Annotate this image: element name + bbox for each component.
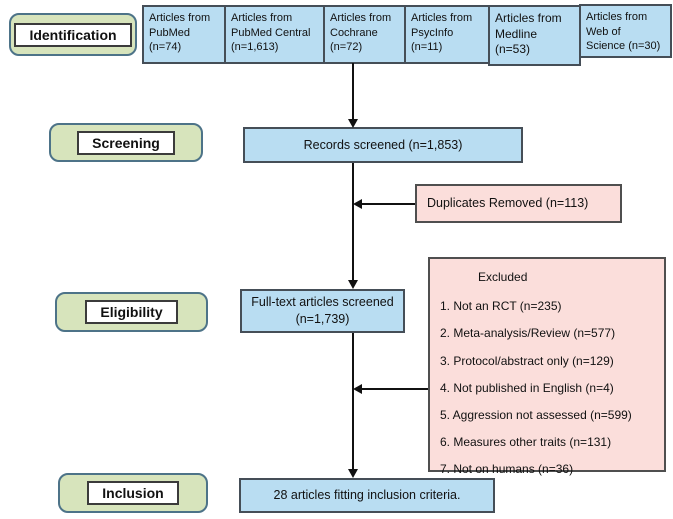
stage-label-eligibility: Eligibility: [55, 292, 208, 332]
fulltext-line2: (n=1,739): [295, 312, 350, 326]
excluded-item: 3. Protocol/abstract only (n=129): [440, 353, 614, 368]
source-line: (n=53): [495, 42, 531, 57]
source-line: Science (n=30): [586, 40, 661, 53]
excluded-item: 2. Meta-analysis/Review (n=577): [440, 326, 616, 341]
fulltext-screened-box: Full-text articles screened (n=1,739): [240, 289, 405, 333]
source-line: Articles from: [330, 12, 392, 24]
excluded-box: Excluded 1. Not an RCT (n=235) 2. Meta-a…: [428, 257, 666, 476]
arrow-sources-to-records: [352, 63, 354, 119]
excluded-item: 1. Not an RCT (n=235): [440, 299, 562, 314]
source-box-cochrane: Articles from Cochrane (n=72): [323, 5, 406, 64]
source-box-psycinfo: Articles from PsycInfo (n=11): [404, 5, 490, 64]
records-screened-text: Records screened (n=1,853): [303, 137, 463, 152]
source-line: Articles from: [586, 11, 648, 23]
stage-label-text: Eligibility: [85, 300, 178, 324]
stage-label-identification: Identification: [9, 13, 137, 56]
source-line: Web of: [586, 25, 621, 38]
arrow-records-to-fulltext: [352, 163, 354, 280]
source-line: (n=1,613): [231, 41, 279, 54]
inclusion-criteria-text: 28 articles fitting inclusion criteria.: [273, 488, 461, 503]
excluded-item: 4. Not published in English (n=4): [440, 380, 614, 395]
source-line: Cochrane: [330, 26, 378, 39]
records-screened-box: Records screened (n=1,853): [243, 127, 523, 163]
arrow-fulltext-to-inclusion: [352, 333, 354, 469]
excluded-title: Excluded: [478, 270, 528, 284]
stage-label-inclusion: Inclusion: [58, 473, 208, 513]
source-line: (n=74): [149, 41, 182, 54]
source-line: Medline: [495, 26, 538, 41]
source-box-web-of-science: Articles from Web of Science (n=30): [579, 4, 672, 58]
source-box-pubmed-central: Articles from PubMed Central (n=1,613): [224, 5, 325, 64]
excluded-item: 5. Aggression not assessed (n=599): [440, 407, 632, 422]
source-line: Articles from: [411, 12, 473, 24]
stage-label-text: Identification: [14, 22, 132, 47]
source-line: (n=11): [411, 41, 443, 54]
source-line: Articles from: [495, 11, 562, 25]
arrow-duplicates-to-flow: [362, 203, 415, 205]
excluded-item: 6. Measures other traits (n=131): [440, 435, 612, 450]
inclusion-criteria-box: 28 articles fitting inclusion criteria.: [239, 478, 495, 513]
arrowhead-down-icon: [348, 119, 358, 128]
arrowhead-left-icon: [353, 384, 362, 394]
duplicates-removed-text: Duplicates Removed (n=113): [427, 196, 589, 211]
source-box-medline: Articles from Medline (n=53): [488, 5, 581, 66]
source-line: PsycInfo: [411, 26, 454, 39]
arrowhead-left-icon: [353, 199, 362, 209]
source-line: (n=72): [330, 41, 363, 54]
source-box-pubmed: Articles from PubMed (n=74): [142, 5, 226, 64]
arrowhead-down-icon: [348, 280, 358, 289]
fulltext-line1: Full-text articles screened: [251, 295, 394, 310]
stage-label-text: Inclusion: [87, 481, 179, 505]
stage-label-screening: Screening: [49, 123, 203, 162]
source-line: PubMed: [149, 26, 190, 39]
arrow-excluded-to-flow: [362, 388, 428, 390]
duplicates-removed-box: Duplicates Removed (n=113): [415, 184, 622, 223]
arrowhead-down-icon: [348, 469, 358, 478]
source-line: PubMed Central: [231, 26, 311, 39]
source-line: Articles from: [149, 12, 211, 24]
stage-label-text: Screening: [77, 130, 175, 155]
excluded-item: 7. Not on humans (n=36): [440, 462, 574, 477]
source-line: Articles from: [231, 12, 293, 24]
